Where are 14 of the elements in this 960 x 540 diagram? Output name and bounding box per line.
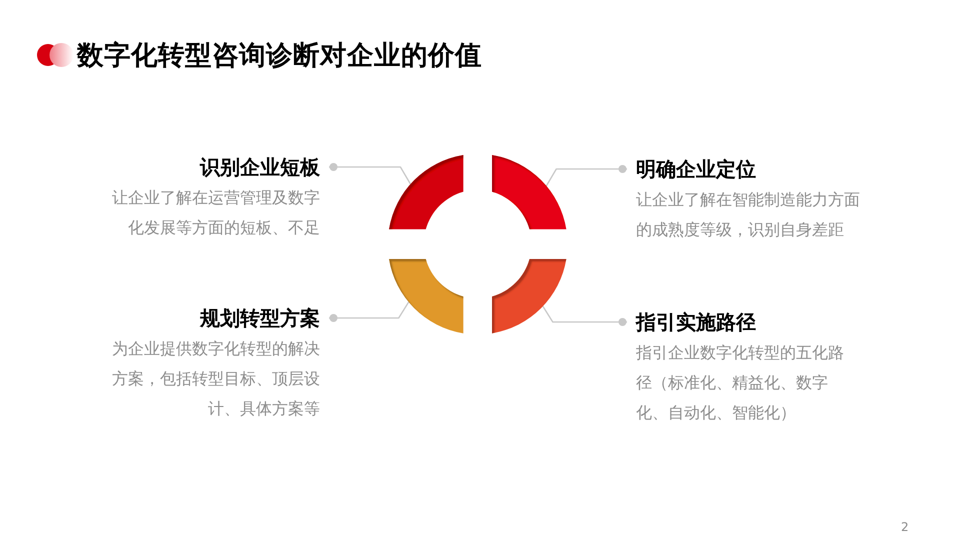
page-number: 2 [901,519,909,535]
heading: 明确企业定位 [636,156,756,182]
leader-line [329,163,411,184]
heading: 识别企业短板 [200,154,320,180]
leader-line [546,165,627,186]
description: 为企业提供数字化转型的解决方案，包括转型目标、顶层设计、具体方案等 [111,338,320,420]
leader-line [329,302,410,322]
description: 指引企业数字化转型的五化路径（标准化、精益化、数字化、自动化、智能化） [636,342,845,424]
heading: 指引实施路径 [636,309,756,335]
description: 让企业了解在运营管理及数字化发展等方面的短板、不足 [111,187,320,239]
leader-line [542,306,627,326]
description: 让企业了解在智能制造能力方面的成熟度等级，识别自身差距 [636,189,861,241]
heading: 规划转型方案 [200,305,320,331]
title: 数字化转型咨询诊断对企业的价值 [77,40,482,72]
